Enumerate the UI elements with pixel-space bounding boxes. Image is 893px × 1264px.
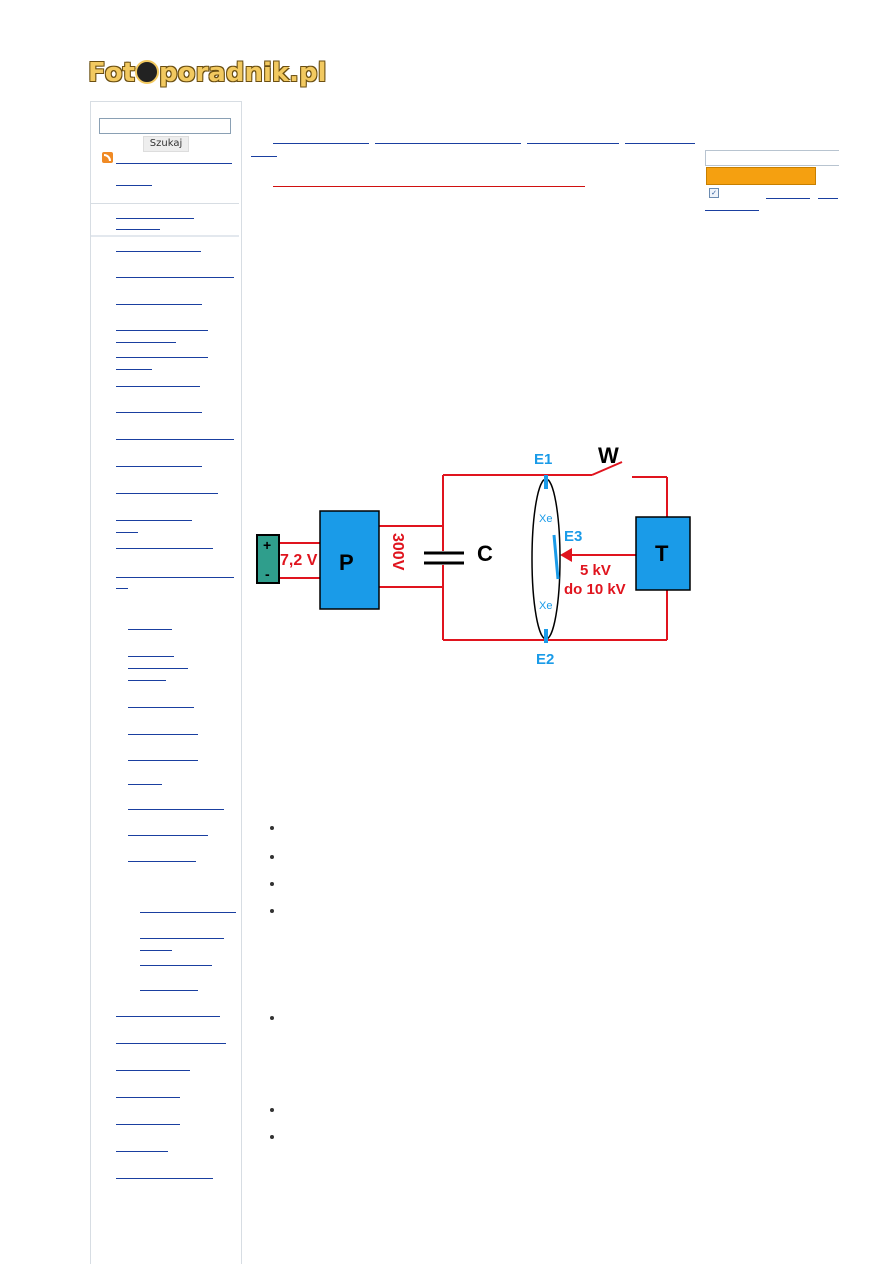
electrode-3-label: E3 [564,528,582,545]
sidebar-link[interactable] [116,466,202,467]
breadcrumb-link[interactable] [527,143,619,144]
sidebar-link[interactable] [116,386,200,387]
search-input[interactable] [99,118,231,134]
sidebar-link[interactable] [116,532,138,533]
subscribe-button[interactable] [706,167,816,185]
sidebar-link[interactable] [116,357,208,358]
trigger-voltage-line1: 5 kV [580,562,611,579]
battery-icon [256,534,280,584]
switch-label: W [598,443,619,468]
sidebar-link[interactable] [116,1070,190,1071]
sidebar-subitem[interactable] [128,760,198,761]
right-link[interactable] [705,210,759,211]
flash-circuit-diagram: + - 7,2 V P 300V C W E1 E2 E3 Xe Xe T 5 … [256,443,691,668]
logo-text-pre: Fot [88,58,135,88]
sidebar-link[interactable] [116,304,202,305]
rss-icon[interactable] [102,152,113,163]
sidebar-link-rss[interactable] [116,163,232,164]
sidebar-link[interactable] [116,185,152,186]
list-bullet [270,826,274,830]
sidebar-link[interactable] [116,439,234,440]
sidebar-subsubitem[interactable] [140,938,224,939]
sidebar-link[interactable] [116,1043,226,1044]
sidebar-link[interactable] [116,218,194,219]
newsletter-input[interactable] [705,150,839,166]
sidebar [90,101,242,1264]
sidebar-subitem[interactable] [128,734,198,735]
sidebar-link[interactable] [116,330,208,331]
trigger-voltage-line2: do 10 kV [564,581,626,598]
battery-plus-label: + [263,537,271,553]
sidebar-subitem[interactable] [128,680,166,681]
sidebar-link[interactable] [116,1178,213,1179]
list-bullet [270,1016,274,1020]
sidebar-link[interactable] [116,342,176,343]
list-bullet [270,882,274,886]
list-bullet [270,855,274,859]
right-link[interactable] [818,198,838,199]
sidebar-link[interactable] [116,229,160,230]
right-link[interactable] [766,198,810,199]
electrode-1-label: E1 [534,451,552,468]
breadcrumb-link[interactable] [375,143,521,144]
sidebar-link[interactable] [116,577,234,578]
page-title-link[interactable] [273,186,585,187]
sidebar-link[interactable] [116,369,152,370]
converter-block [319,510,380,610]
gas-label-top: Xe [539,513,552,525]
list-bullet [270,909,274,913]
electrode-2-label: E2 [536,651,554,668]
sidebar-subsubitem[interactable] [140,990,198,991]
sidebar-subitem[interactable] [128,784,162,785]
sidebar-link[interactable] [116,1016,220,1017]
sidebar-subitem[interactable] [128,861,196,862]
list-bullet [270,1135,274,1139]
sidebar-subitem[interactable] [128,809,224,810]
site-logo[interactable]: Fot poradnik.pl [88,58,327,88]
capacitor-label: C [477,541,493,566]
breadcrumb-link[interactable] [273,143,369,144]
camera-lens-icon [135,59,159,84]
sidebar-subitem[interactable] [128,707,194,708]
sidebar-subsubitem[interactable] [140,950,172,951]
sidebar-link[interactable] [116,1124,180,1125]
sidebar-subitem[interactable] [128,835,208,836]
breadcrumb-link[interactable] [251,156,277,157]
breadcrumb-link[interactable] [625,143,695,144]
transformer-label: T [655,541,669,566]
converter-voltage-label: 300V [389,533,406,571]
gas-label-bottom: Xe [539,600,552,612]
checkbox-icon[interactable]: ✓ [709,188,719,198]
sidebar-subitem[interactable] [128,668,188,669]
sidebar-subsubitem[interactable] [140,912,236,913]
sidebar-link[interactable] [116,493,218,494]
sidebar-link[interactable] [116,520,192,521]
sidebar-link[interactable] [116,251,201,252]
transformer-block [635,516,691,591]
sidebar-link[interactable] [116,588,128,589]
sidebar-link[interactable] [116,548,213,549]
sidebar-subitem[interactable] [128,656,174,657]
divider [91,235,239,237]
battery-minus-label: - [265,566,270,582]
sidebar-link[interactable] [116,412,202,413]
battery-voltage-label: 7,2 V [280,552,318,569]
logo-text-post: poradnik.pl [159,58,327,88]
sidebar-link[interactable] [116,1097,180,1098]
sidebar-subitem[interactable] [128,629,172,630]
sidebar-subsubitem[interactable] [140,965,212,966]
sidebar-link[interactable] [116,277,234,278]
divider [91,203,239,204]
sidebar-link[interactable] [116,1151,168,1152]
converter-label: P [339,550,354,575]
list-bullet [270,1108,274,1112]
search-button[interactable]: Szukaj [143,136,189,152]
